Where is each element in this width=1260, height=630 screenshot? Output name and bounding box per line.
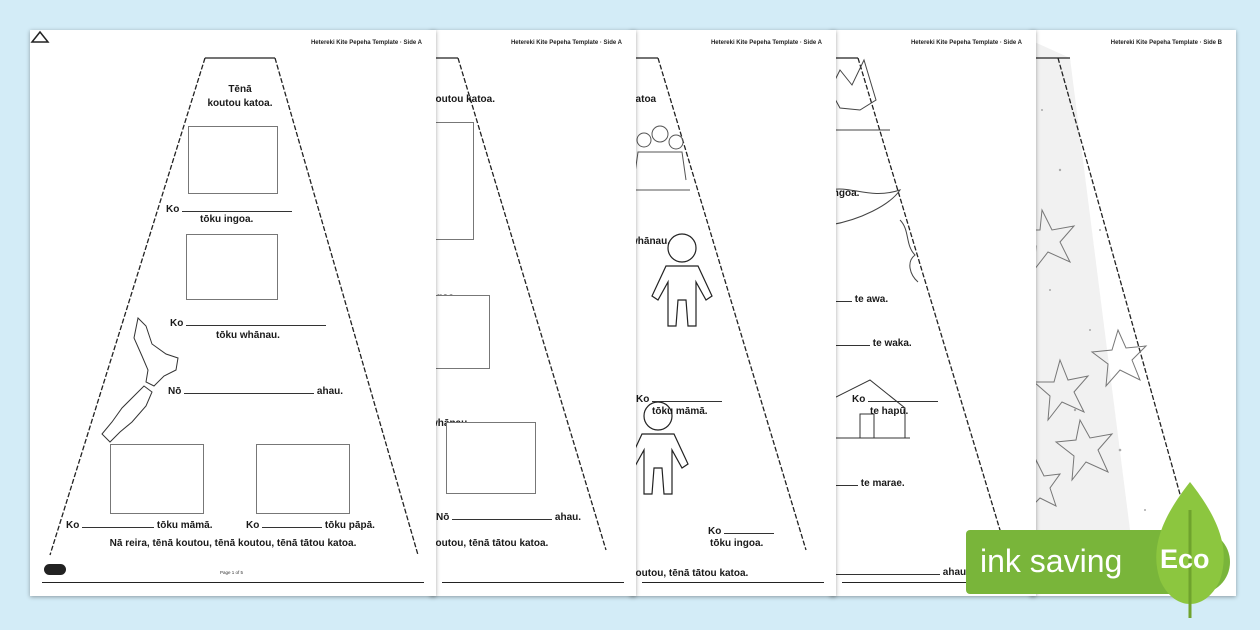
sheet-header: Hetereki Kite Pepeha Template · Side A <box>310 40 422 46</box>
new-zealand-map-icon <box>101 316 179 443</box>
toku-mama-text: tōku māmā. <box>156 520 213 531</box>
ko-text: Ko <box>708 526 722 537</box>
papa-blank[interactable] <box>262 518 323 528</box>
closing-text: Nā reira, tēnā koutou, tēnā koutou, tēnā… <box>109 538 357 549</box>
photo-box-ingoa[interactable] <box>188 126 278 194</box>
ko-text: Ko <box>852 394 866 405</box>
sheet-4-frame <box>830 57 1007 551</box>
whanau-blank[interactable] <box>186 316 327 326</box>
katoa-text: katoa <box>630 94 657 105</box>
worksheet-side-b: Hetereki Kite Pepeha Template · Side B <box>1030 30 1236 596</box>
whanau-text: whānau. <box>630 236 671 247</box>
sheet-header: Hetereki Kite Pepeha Template · Side A <box>910 40 1022 46</box>
person-outline-icon <box>630 401 689 495</box>
ahau-text: ahau. <box>316 386 344 397</box>
toku-mama-text: tōku māmā. <box>652 406 708 417</box>
eco-leaf-icon <box>1156 482 1224 618</box>
ingoa-blank[interactable] <box>182 202 293 212</box>
photo-box-papa[interactable] <box>256 444 350 514</box>
no-blank[interactable] <box>184 384 315 394</box>
no-label: Nō <box>168 386 182 397</box>
toku-papa-text: tōku pāpā. <box>324 520 375 531</box>
mountain-drawing-icon <box>830 58 890 131</box>
ko-text: Ko <box>636 394 650 405</box>
twinkl-logo <box>44 564 66 575</box>
worksheet-sheet-2: Hetereki Kite Pepeha Template · Side A k… <box>430 30 636 596</box>
worksheet-sheet-1: Hetereki Kite Pepeha Template · Side A T… <box>30 30 436 596</box>
side-b-starry-background <box>1030 40 1191 551</box>
ahau-text: ahau. <box>942 567 969 578</box>
pyramid-frame <box>49 57 419 556</box>
te-awa-text: te awa. <box>854 294 889 305</box>
toku-ingoa-text: tōku ingoa. <box>710 538 764 549</box>
person-outline-icon <box>651 233 713 327</box>
photo-box[interactable] <box>446 422 536 494</box>
ko-label: Ko <box>166 204 180 215</box>
toku-ingoa-text: tōku ingoa. <box>200 214 254 225</box>
worksheet-sheet-4: Hetereki Kite Pepeha Template · Side A i… <box>830 30 1036 596</box>
toku-whanau-text: tōku whānau. <box>216 330 280 341</box>
twinkl-footer-icon <box>30 30 50 43</box>
closing-text: koutou, tēnā tātou katoa. <box>430 538 549 549</box>
photo-box[interactable] <box>430 122 474 240</box>
koutou-katoa-text: koutou katoa. <box>430 94 496 105</box>
ko-label: Ko <box>170 318 184 329</box>
river-drawing-icon <box>830 188 919 283</box>
star-flower-icon <box>1030 208 1148 509</box>
ingoa-text: ingoa. <box>830 188 860 199</box>
sheet-header: Hetereki Kite Pepeha Template · Side B <box>1110 40 1222 46</box>
photo-box-mama[interactable] <box>110 444 204 514</box>
sheet-header: Hetereki Kite Pepeha Template · Side A <box>710 40 822 46</box>
photo-box-whanau[interactable] <box>186 234 278 300</box>
footer-rule <box>42 582 424 583</box>
te-hapu-text: te hapū. <box>870 406 909 417</box>
mama-blank[interactable] <box>82 518 155 528</box>
sheet-header: Hetereki Kite Pepeha Template · Side A <box>510 40 622 46</box>
photo-box[interactable] <box>430 295 490 369</box>
ko-label: Ko <box>246 520 260 531</box>
whanau-group-drawing-icon <box>630 125 690 191</box>
page-number: Page 1 of 5 <box>220 570 244 575</box>
closing-text: koutou, tēnā tātou katoa. <box>630 568 749 579</box>
ko-label: Ko <box>66 520 80 531</box>
ahau-text: ahau. <box>554 512 582 523</box>
eco-label: Eco <box>1160 544 1210 574</box>
greeting-tena: Tēnā <box>228 84 252 95</box>
te-waka-text: te waka. <box>872 338 912 349</box>
ink-saving-label: ink saving <box>980 543 1123 579</box>
te-marae-text: te marae. <box>860 478 905 489</box>
whare-house-icon <box>830 379 910 439</box>
greeting-koutou-katoa: koutou katoa. <box>207 98 273 109</box>
no-text: Nō <box>436 512 450 523</box>
sheet-3-frame <box>630 57 807 551</box>
worksheet-sheet-3: Hetereki Kite Pepeha Template · Side A k… <box>630 30 836 596</box>
